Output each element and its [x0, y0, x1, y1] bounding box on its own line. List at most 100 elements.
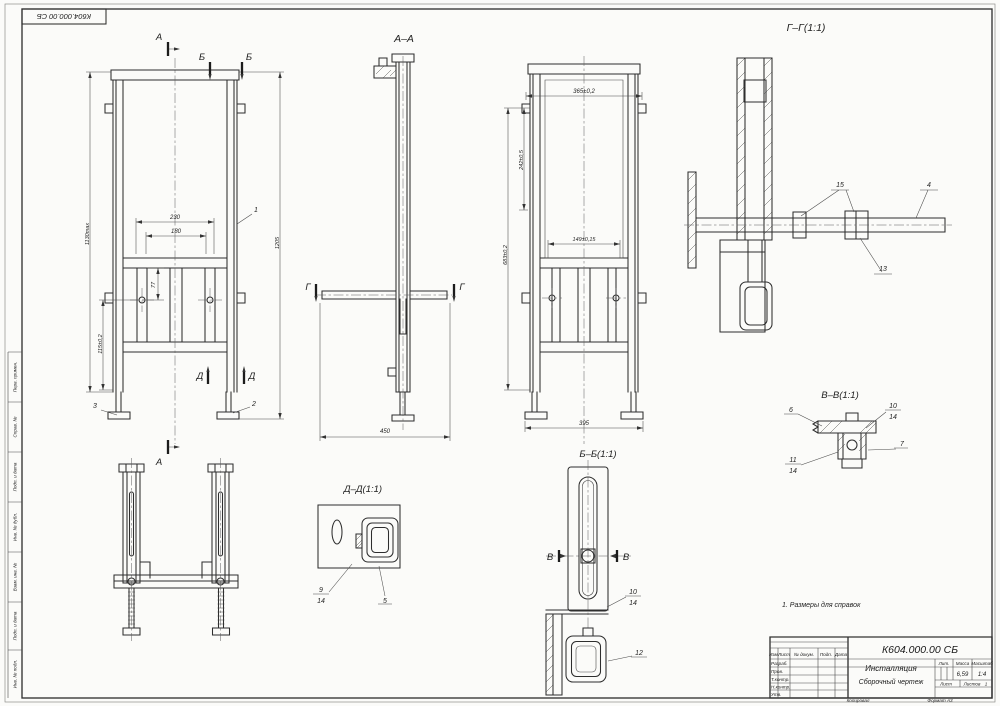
view-title-dd: Д–Д(1:1)	[343, 484, 382, 495]
position-7: 7	[900, 441, 905, 448]
mass-value: 6,59	[957, 672, 969, 678]
title-block-grid	[770, 641, 992, 698]
gg-leaders	[800, 189, 938, 275]
row-tkontr: Т.контр.	[771, 677, 790, 682]
mass-header: Масса	[956, 661, 970, 666]
section-mark-v: В	[623, 552, 630, 563]
dim-149: 149±0,15	[573, 237, 597, 243]
dim-395: 395	[579, 421, 590, 427]
section-mark-a: А	[155, 457, 162, 468]
dim-230: 230	[169, 215, 181, 221]
clamp-inner	[370, 526, 390, 554]
view-rear: 365±0,2 242±0,5 149±0,15 683±0,2 395	[503, 56, 647, 444]
gg-outline	[687, 57, 946, 333]
aa-dimension-lines	[319, 303, 451, 441]
bb-clamp-outer	[565, 635, 607, 683]
position-13: 13	[879, 266, 887, 273]
slot-hole	[331, 519, 343, 545]
dim-115: 115±0,2	[98, 334, 104, 353]
view-title-aa: А–А	[393, 33, 414, 45]
doc-name: Инсталляция	[865, 664, 917, 673]
bb-lower-outline	[545, 609, 609, 696]
aa-hatching	[375, 65, 397, 79]
front-centerlines	[130, 58, 222, 444]
drain-socket-outer	[739, 281, 773, 331]
position-9: 9	[319, 587, 323, 594]
gg-hatching	[687, 57, 773, 265]
dim-1130: 1130max	[85, 223, 91, 245]
position-6: 6	[789, 407, 793, 414]
view-title-gg: Г–Г(1:1)	[787, 22, 826, 34]
col-izm: Изм.	[769, 652, 779, 657]
col-data: Дата	[834, 652, 848, 657]
doc-type: Сборочный чертеж	[859, 678, 925, 686]
aa-centerlines	[316, 56, 452, 430]
vv-hatching	[819, 420, 877, 452]
section-mark-d: Д	[248, 371, 256, 382]
bb-clamp-inner	[575, 645, 597, 673]
position-14: 14	[789, 468, 797, 475]
position-14: 14	[889, 414, 897, 421]
section-mark-g: Г	[459, 282, 465, 293]
col-doc: № докум.	[794, 652, 814, 657]
bb-clamp-middle	[570, 640, 602, 678]
dd-hatching	[355, 533, 363, 549]
margin-label: Подп. и дата	[13, 611, 18, 640]
dim-180: 180	[171, 229, 182, 235]
position-10: 10	[629, 589, 637, 596]
dim-77: 77	[151, 281, 157, 288]
view-section-dd: Д–Д(1:1) 9 14 5	[313, 484, 401, 605]
position-14: 14	[629, 600, 637, 607]
view-feet-assembly	[113, 458, 239, 641]
channel-slot	[217, 491, 224, 557]
dim-450: 450	[380, 429, 391, 435]
position-2: 2	[251, 401, 256, 408]
margin-label: Взам. инв. №	[13, 563, 18, 591]
dim-1205: 1205	[275, 236, 281, 249]
title-block: К604.000.00 СБ Изм. Лист № докум. Подп. …	[769, 636, 993, 703]
margin-label: Инв. № подл.	[13, 660, 18, 689]
doc-number: К604.000.00 СБ	[882, 644, 958, 656]
position-14: 14	[317, 598, 325, 605]
front-dimension-lines	[86, 48, 284, 448]
position-3: 3	[93, 403, 97, 410]
position-4: 4	[927, 182, 931, 189]
position-12: 12	[635, 650, 643, 657]
format-label: Формат А3	[927, 698, 953, 703]
inner-frame	[21, 8, 993, 699]
vv-leaders	[784, 409, 908, 466]
view-title-bb: Б–Б(1:1)	[579, 449, 616, 460]
title-block-border	[769, 636, 993, 699]
col-list: Лист	[777, 652, 790, 657]
section-mark-b: Б	[199, 52, 205, 63]
margin-label: Перв. примен.	[13, 362, 18, 393]
section-mark-d: Д	[196, 371, 204, 382]
drain-socket-inner	[744, 286, 768, 326]
row-nkontr: Н.контр.	[771, 685, 790, 690]
dd-leaders	[313, 563, 392, 605]
bb-hatching	[545, 614, 554, 693]
clamp-middle	[366, 522, 394, 558]
row-razrab: Разраб.	[771, 661, 788, 666]
feet-centerlines	[131, 458, 221, 641]
view-section-aa: А–А 450 Г Г	[305, 33, 465, 441]
view-title-vv: В–В(1:1)	[821, 390, 859, 401]
scale-value: 1:4	[978, 672, 987, 678]
dim-365: 365±0,2	[573, 89, 595, 95]
corner-stamp-text: К604.000.00 СБ	[37, 12, 91, 21]
bolt-head	[846, 439, 858, 451]
section-mark-b: Б	[246, 52, 252, 63]
sheets-value: 1	[985, 682, 988, 687]
aa-section-ticks	[314, 284, 456, 296]
section-mark-a: А	[155, 32, 162, 43]
lit-header: Лит.	[938, 661, 950, 666]
bb-section-ticks	[557, 550, 619, 562]
bb-leaders	[606, 595, 647, 662]
channel-slot	[128, 491, 135, 557]
outer-border	[4, 3, 996, 703]
row-utv: Утв.	[771, 692, 781, 697]
view-section-gg: Г–Г(1:1) 15 4 13	[684, 22, 952, 333]
